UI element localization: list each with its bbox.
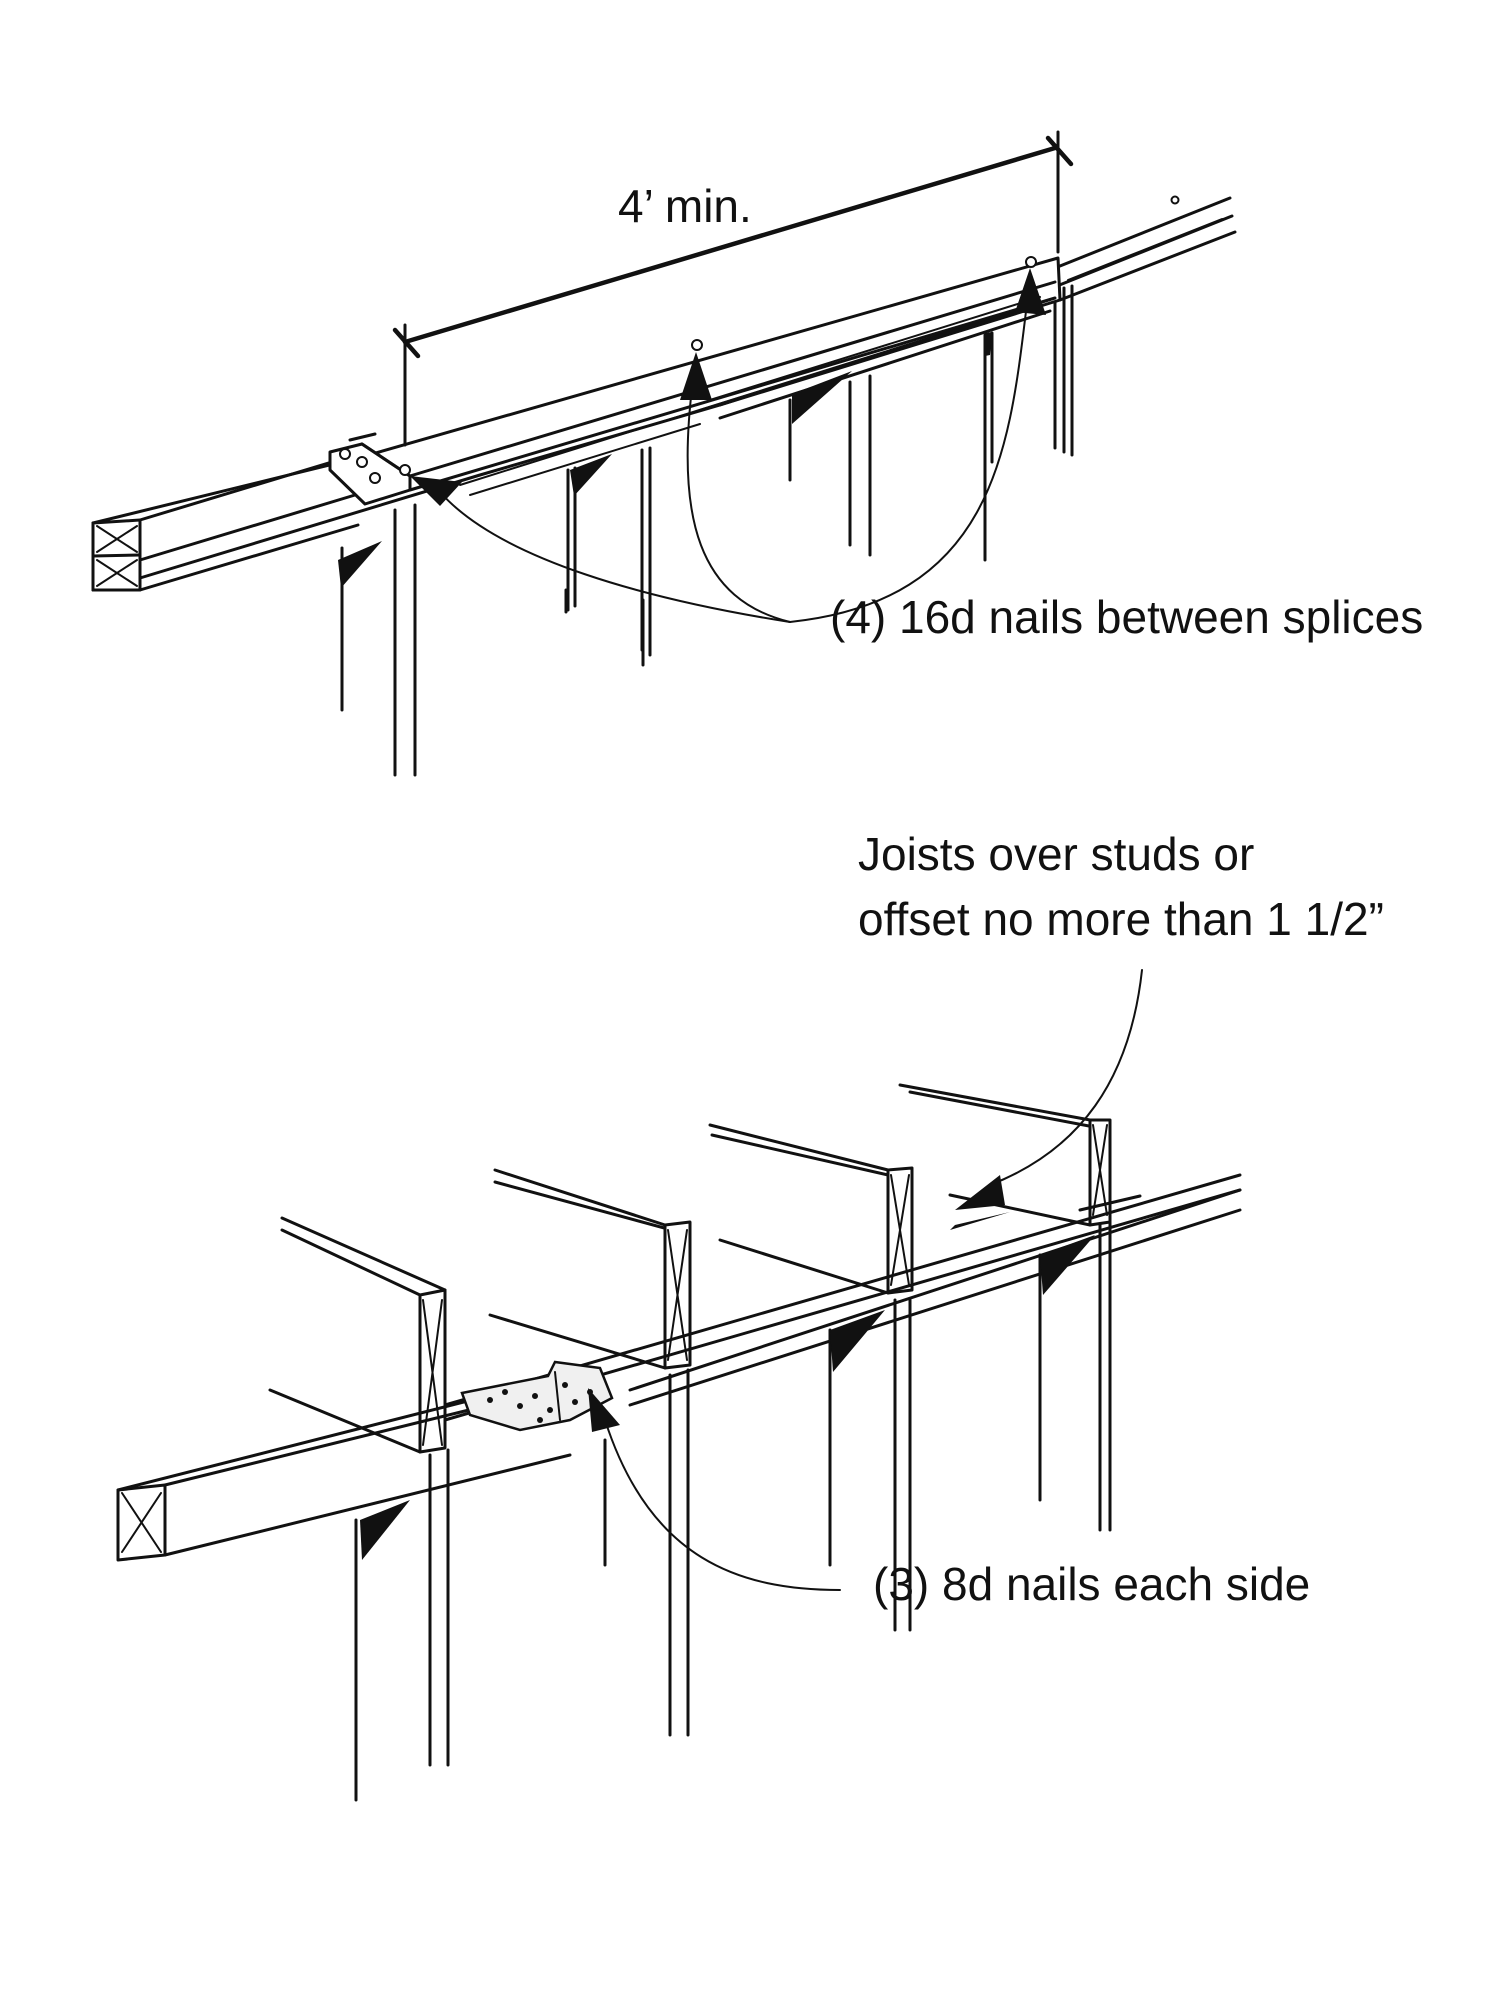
studs-bottom-row (354, 1220, 1112, 1802)
joists (268, 1083, 1112, 1454)
nail-plate (460, 1360, 614, 1432)
joist-shadows (360, 1212, 1095, 1560)
dimension-4ft (392, 130, 1074, 447)
upper-plate (91, 256, 1062, 592)
nail-callout-8d: (3) 8d nails each side (873, 1558, 1310, 1610)
plate-end-grain (91, 453, 360, 592)
top-plate-assembly: 4’ min. (4) 16d nails between splices (91, 130, 1423, 777)
joists-callout-line1: Joists over studs or (858, 828, 1254, 880)
dimension-label: 4’ min. (618, 180, 752, 232)
joist-assembly: Joists over studs or offset no more than… (116, 828, 1384, 1802)
callout-arrows-bottom (588, 969, 1143, 1591)
plate-shadows (338, 332, 992, 588)
studs-far-right (1053, 284, 1074, 457)
studs-left-top (340, 503, 417, 777)
bottom-plates (116, 1173, 1242, 1562)
upper-plate-far (1053, 195, 1237, 302)
callout-arrows-top (410, 268, 1046, 623)
joists-callout-line2: offset no more than 1 1/2” (858, 893, 1384, 945)
nail-callout-16d: (4) 16d nails between splices (830, 591, 1423, 643)
